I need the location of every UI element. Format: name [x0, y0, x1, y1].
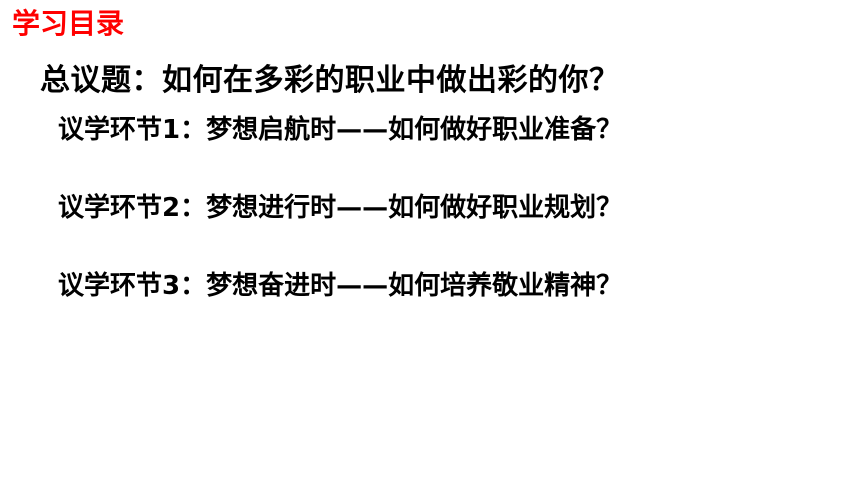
section-title: 学习目录: [12, 7, 125, 40]
sub-topic-3: 议学环节3：梦想奋进时——如何培养敬业精神？: [58, 271, 623, 301]
sub-topic-2: 议学环节2：梦想进行时——如何做好职业规划？: [58, 193, 623, 223]
main-topic: 总议题：如何在多彩的职业中做出彩的你？: [40, 63, 620, 98]
sub-topic-list: 议学环节1：梦想启航时——如何做好职业准备？ 议学环节2：梦想进行时——如何做好…: [58, 110, 622, 306]
sub-topic-1: 议学环节1：梦想启航时——如何做好职业准备？: [58, 115, 623, 145]
